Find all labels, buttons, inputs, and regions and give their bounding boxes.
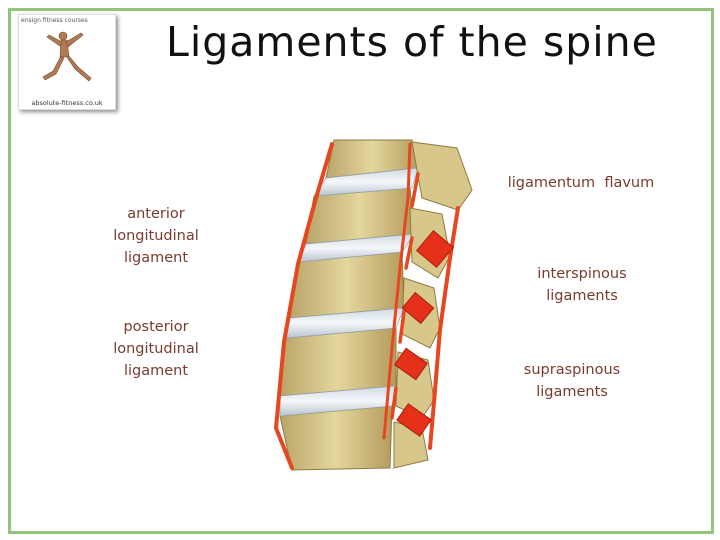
- anterior-longitudinal-ligament: [273, 142, 334, 470]
- interspinous-ligament-2: [401, 291, 435, 325]
- ligaments: [273, 142, 460, 470]
- logo-bottom-text: absolute-fitness.co.uk: [31, 99, 103, 107]
- label-anterior-longitudinal-ligament: anterior longitudinal ligament: [113, 206, 199, 266]
- interspinous-ligaments: [393, 229, 455, 437]
- label-posterior-longitudinal-ligament: posterior longitudinal ligament: [113, 319, 199, 379]
- label-supraspinous-ligaments: supraspinous ligaments: [523, 362, 621, 400]
- supraspinous-ligament: [428, 206, 460, 450]
- logo: ensign fitness courses absolute-fitness.…: [18, 14, 116, 110]
- runner-figure-icon: [42, 31, 92, 82]
- interspinous-ligament-4: [396, 403, 432, 437]
- vertebral-bodies: [279, 139, 419, 471]
- label-ligamentum-flavum: ligamentum flavum: [507, 175, 655, 191]
- vertebra-5: [279, 405, 393, 471]
- ligamentum-flavum: [390, 172, 420, 420]
- interspinous-ligament-3: [393, 347, 429, 381]
- slide-frame: [8, 8, 714, 534]
- posterior-longitudinal-ligament: [382, 142, 412, 440]
- spine-illustration: [273, 139, 473, 471]
- slide-title: Ligaments of the spine: [166, 18, 658, 66]
- label-interspinous-ligaments: interspinous ligaments: [537, 266, 627, 304]
- interspinous-ligament-1: [415, 229, 455, 269]
- logo-top-text: ensign fitness courses: [21, 17, 88, 24]
- vertebra-4: [279, 327, 397, 397]
- vertebra-3: [289, 251, 405, 319]
